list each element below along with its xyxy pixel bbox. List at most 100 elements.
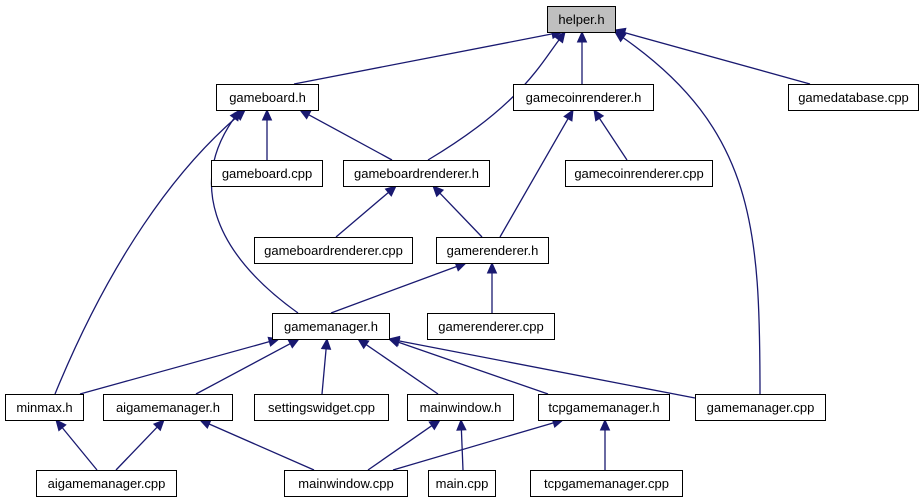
node-gameboard-h[interactable]: gameboard.h xyxy=(216,84,319,111)
node-gamerenderer-h[interactable]: gamerenderer.h xyxy=(436,237,549,264)
node-box xyxy=(254,237,413,264)
node-box xyxy=(216,84,319,111)
node-box xyxy=(436,237,549,264)
edge-gamerenderer-h-to-gamecoinrenderer-h xyxy=(499,108,574,238)
node-main-cpp[interactable]: main.cpp xyxy=(428,470,496,497)
node-box xyxy=(284,470,408,497)
node-settingswidget-cpp[interactable]: settingswidget.cpp xyxy=(254,394,389,421)
node-label: helper.h xyxy=(558,12,604,27)
node-box xyxy=(254,394,389,421)
node-label: gamerenderer.h xyxy=(447,243,539,258)
edge-line xyxy=(208,423,315,471)
edge-settingswidget-cpp-to-gamemanager-h xyxy=(320,337,332,395)
node-label: settingswidget.cpp xyxy=(268,400,375,415)
edge-aigamemanager-cpp-to-aigamemanager-h xyxy=(115,419,165,471)
arrowhead-icon xyxy=(576,30,588,43)
node-box xyxy=(272,313,390,340)
node-tcpgamemanager-cpp[interactable]: tcpgamemanager.cpp xyxy=(530,470,683,497)
node-box xyxy=(103,394,233,421)
edge-line xyxy=(195,343,291,395)
node-box xyxy=(547,6,616,33)
arrowhead-icon xyxy=(554,31,566,44)
node-tcpgamemanager-h[interactable]: tcpgamemanager.h xyxy=(538,394,670,421)
edge-gameboardrenderer-h-to-gameboard-h xyxy=(298,109,393,161)
node-gamecoinrenderer-cpp[interactable]: gamecoinrenderer.cpp xyxy=(565,160,713,187)
arrowhead-icon xyxy=(287,338,301,349)
edge-line xyxy=(54,116,238,395)
edge-line xyxy=(321,348,327,395)
node-box xyxy=(538,394,670,421)
edge-line xyxy=(622,37,761,395)
node-aigamemanager-h[interactable]: aigamemanager.h xyxy=(103,394,233,421)
node-box xyxy=(5,394,84,421)
node-gamemanager-h[interactable]: gamemanager.h xyxy=(272,313,390,340)
edge-line xyxy=(61,427,98,471)
node-box xyxy=(513,84,654,111)
node-label: tcpgamemanager.h xyxy=(548,400,659,415)
edge-gamemanager-cpp-to-helper-h xyxy=(614,31,761,395)
node-label: tcpgamemanager.cpp xyxy=(544,476,669,491)
edge-line xyxy=(115,426,158,471)
node-label: gamemanager.h xyxy=(284,319,378,334)
node-label: gameboard.h xyxy=(229,90,306,105)
node-label: gamerenderer.cpp xyxy=(438,319,544,334)
edge-mainwindow-cpp-to-aigamemanager-h xyxy=(198,419,315,471)
node-label: mainwindow.h xyxy=(420,400,502,415)
node-mainwindow-cpp[interactable]: mainwindow.cpp xyxy=(284,470,408,497)
edge-gamecoinrenderer-cpp-to-gamecoinrenderer-h xyxy=(593,108,628,161)
node-gamedatabase-cpp[interactable]: gamedatabase.cpp xyxy=(788,84,919,111)
node-label: minmax.h xyxy=(16,400,72,415)
edge-line xyxy=(439,192,483,238)
edge-line xyxy=(367,425,433,471)
edge-gamemanager-h-to-gameboard-h xyxy=(210,109,299,314)
node-label: main.cpp xyxy=(436,476,489,491)
arrowhead-icon xyxy=(456,418,467,431)
node-gamerenderer-cpp[interactable]: gamerenderer.cpp xyxy=(427,313,555,340)
edge-line xyxy=(210,117,299,314)
node-label: gameboardrenderer.h xyxy=(354,166,479,181)
edge-line xyxy=(398,341,549,395)
node-label: gamecoinrenderer.cpp xyxy=(574,166,703,181)
node-label: gameboard.cpp xyxy=(222,166,312,181)
edge-gameboard-cpp-to-gameboard-h xyxy=(261,108,273,160)
edge-mainwindow-cpp-to-tcpgamemanager-h xyxy=(392,417,565,471)
edge-mainwindow-cpp-to-mainwindow-h xyxy=(367,419,442,471)
node-box xyxy=(36,470,177,497)
arrowhead-icon xyxy=(387,335,401,347)
arrowhead-icon xyxy=(486,261,498,274)
edge-line xyxy=(624,32,811,85)
node-box xyxy=(427,313,555,340)
node-box xyxy=(530,470,683,497)
node-box xyxy=(788,84,919,111)
arrowhead-icon xyxy=(229,109,241,122)
edge-line xyxy=(365,344,439,395)
node-mainwindow-h[interactable]: mainwindow.h xyxy=(407,394,514,421)
arrowhead-icon xyxy=(614,31,627,43)
node-label: aigamemanager.h xyxy=(116,400,220,415)
node-helper-h[interactable]: helper.h xyxy=(547,6,616,33)
node-gameboard-cpp[interactable]: gameboard.cpp xyxy=(211,160,323,187)
edge-layer xyxy=(54,27,811,471)
node-gameboardrenderer-cpp[interactable]: gameboardrenderer.cpp xyxy=(254,237,413,264)
node-gameboardrenderer-h[interactable]: gameboardrenderer.h xyxy=(343,160,490,187)
node-box xyxy=(565,160,713,187)
edge-mainwindow-h-to-gamemanager-h xyxy=(356,338,439,395)
node-minmax-h[interactable]: minmax.h xyxy=(5,394,84,421)
node-label: gamemanager.cpp xyxy=(707,400,815,415)
node-aigamemanager-cpp[interactable]: aigamemanager.cpp xyxy=(36,470,177,497)
edge-line xyxy=(598,117,628,161)
node-label: gamedatabase.cpp xyxy=(798,90,909,105)
edge-gamedatabase-cpp-to-helper-h xyxy=(613,27,811,85)
node-label: gameboardrenderer.cpp xyxy=(264,243,403,258)
node-box xyxy=(407,394,514,421)
node-box xyxy=(343,160,490,187)
arrowhead-icon xyxy=(356,338,370,350)
arrowhead-icon xyxy=(261,108,273,121)
node-gamecoinrenderer-h[interactable]: gamecoinrenderer.h xyxy=(513,84,654,111)
arrowhead-icon xyxy=(198,419,212,430)
edge-tcpgamemanager-cpp-to-tcpgamemanager-h xyxy=(599,418,611,470)
node-box xyxy=(695,394,826,421)
node-label: mainwindow.cpp xyxy=(298,476,393,491)
node-gamemanager-cpp[interactable]: gamemanager.cpp xyxy=(695,394,826,421)
edge-line xyxy=(293,33,553,85)
